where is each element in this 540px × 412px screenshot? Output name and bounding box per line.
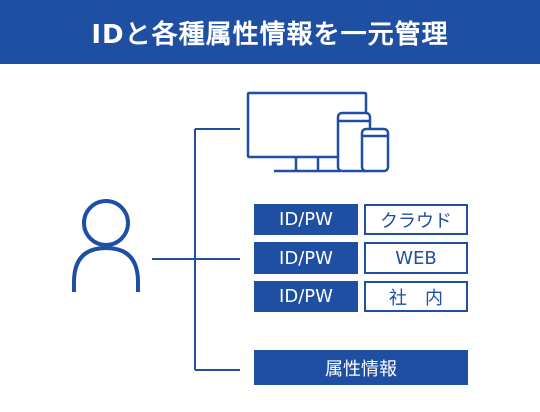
phone-icon <box>360 127 390 173</box>
page-title: IDと各種属性情報を一元管理 <box>91 19 449 50</box>
credential-id-label-internal: ID/PW <box>254 281 358 312</box>
page-header: IDと各種属性情報を一元管理 <box>0 0 540 64</box>
credential-id-label-web: ID/PW <box>254 242 358 274</box>
service-label-cloud: クラウド <box>364 204 468 235</box>
connector-lines <box>152 128 240 371</box>
service-label-internal: 社 内 <box>364 281 468 312</box>
credential-id-label-cloud: ID/PW <box>254 204 358 235</box>
service-label-web: WEB <box>364 242 468 274</box>
devices-icon <box>246 91 390 173</box>
user-icon <box>72 199 140 292</box>
attributes-label: 属性情報 <box>254 350 468 385</box>
id-management-diagram: ID/PW クラウド ID/PW WEB ID/PW 社 内 属性情報 <box>0 64 540 412</box>
